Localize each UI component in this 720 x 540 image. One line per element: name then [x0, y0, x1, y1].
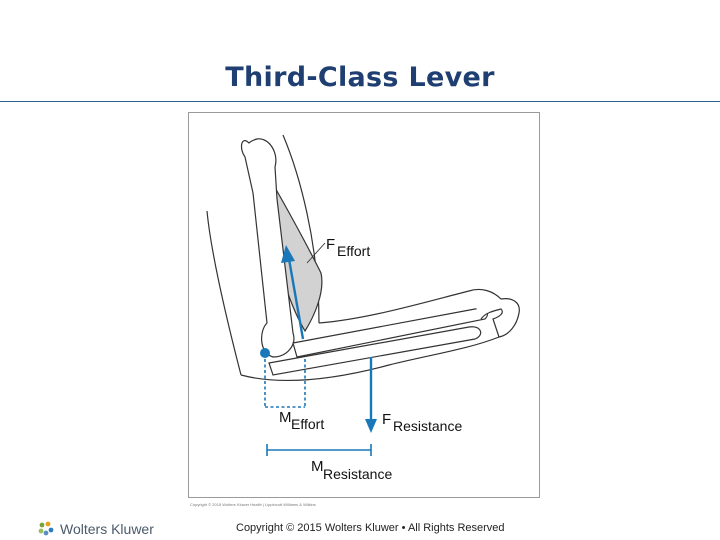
- logo-text: Wolters Kluwer: [60, 521, 154, 537]
- f-effort-label-main: F: [326, 236, 335, 253]
- arm-lever-figure: F Effort M Effort F Resistance M Resista…: [188, 112, 540, 498]
- effort-force-arrowhead: [281, 245, 295, 263]
- m-effort-label-main: M: [279, 409, 292, 426]
- m-resistance-label-sub: Resistance: [323, 466, 392, 482]
- ulna-bone: [268, 326, 482, 376]
- footer-copyright: Copyright © 2015 Wolters Kluwer • All Ri…: [236, 522, 505, 534]
- f-resistance-label-sub: Resistance: [393, 418, 462, 434]
- forearm-top-contour: [318, 290, 470, 324]
- wolters-kluwer-logo: Wolters Kluwer: [36, 519, 154, 539]
- m-resistance-label-main: M: [311, 458, 324, 475]
- effort-label-leader: [306, 242, 326, 264]
- humerus-bone: [240, 138, 295, 358]
- arm-diagram-svg: F Effort M Effort F Resistance M Resista…: [206, 134, 520, 482]
- f-resistance-label-main: F: [382, 411, 391, 428]
- fulcrum-dot: [260, 348, 270, 358]
- f-effort-label-sub: Effort: [337, 243, 370, 259]
- wolters-kluwer-logo-icon: [38, 521, 54, 536]
- effort-force-shaft: [287, 258, 305, 340]
- figure-copyright-note: Copyright © 2015 Wolters Kluwer Health |…: [190, 502, 316, 507]
- title-divider: [0, 101, 720, 102]
- m-effort-label-sub: Effort: [291, 416, 324, 432]
- resistance-force-arrowhead: [365, 419, 377, 433]
- hand: [468, 288, 520, 338]
- upper-arm-outer-contour: [206, 210, 242, 376]
- effort-moment-arm-bracket: [264, 359, 306, 408]
- forearm-bottom-contour: [240, 336, 500, 382]
- slide-title: Third-Class Lever: [225, 62, 495, 93]
